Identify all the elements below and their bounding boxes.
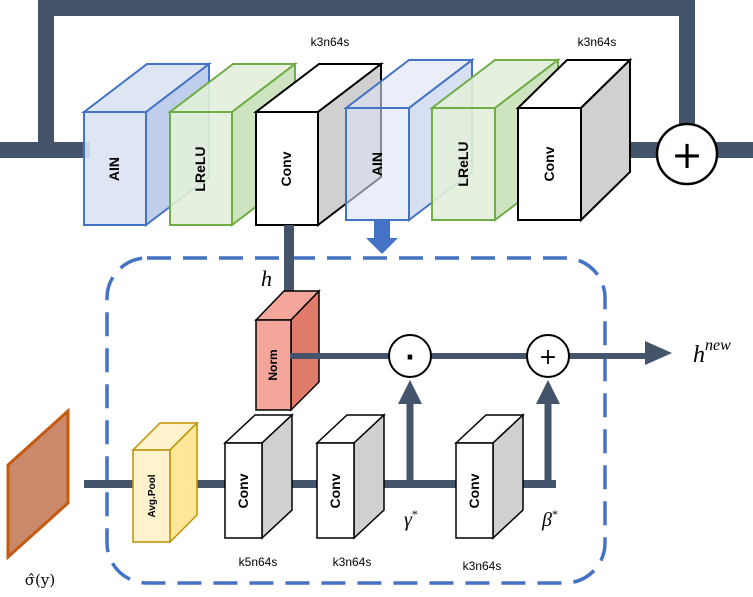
expand-arrow (366, 220, 398, 254)
conv-block-c-label: Conv (466, 473, 482, 508)
lrelu-block-1-label: LReLU (192, 146, 208, 191)
conv-block-b-label: Conv (327, 473, 343, 508)
beta-arrowhead (536, 380, 560, 404)
gamma-arrowhead (398, 380, 422, 404)
conv-block-b-spec: k3n64s (333, 555, 372, 569)
multiply-symbol: · (405, 343, 415, 373)
conv-block-a: Conv (223, 413, 294, 540)
sigma-input-shape (6, 407, 70, 561)
add-symbol: + (539, 345, 557, 370)
multiply-node: · (388, 334, 432, 378)
top-add-symbol: + (671, 133, 703, 177)
add-node: + (526, 334, 570, 378)
skip-connection-line (38, 0, 695, 150)
detail-box (105, 256, 607, 585)
lrelu-block-2-label: LReLU (455, 141, 471, 186)
avgpool-block: Avg.Pool (131, 421, 199, 544)
conv-block-1-label: Conv (278, 151, 294, 186)
gamma-label: γ* (404, 507, 418, 531)
conv-block-a-label: Conv (235, 473, 251, 508)
ain-block-2-label: AIN (369, 152, 385, 176)
ain-block-1-label: AIN (106, 157, 122, 181)
avgpool-block-label: Avg.Pool (147, 474, 158, 517)
conv-block-c: Conv (454, 413, 525, 540)
conv-block-1-spec: k3n64s (311, 35, 350, 49)
top-add-node: + (655, 122, 719, 186)
conv-block-b: Conv (315, 413, 386, 540)
conv-block-2-spec: k3n64s (578, 35, 617, 49)
conv-block-c-spec: k3n64s (463, 559, 502, 573)
output-arrowhead (645, 341, 672, 365)
conv-block-2-label: Conv (541, 146, 557, 181)
norm-block: Norm (254, 289, 321, 412)
norm-block-label: Norm (266, 349, 280, 380)
sigma-label: σ̂(y) (25, 571, 55, 589)
h-label: h (261, 266, 272, 291)
conv-block-a-spec: k5n64s (239, 555, 278, 569)
beta-label: β* (541, 507, 558, 531)
conv-block-2: Conv (515, 57, 633, 223)
h-new-label: hnew (693, 337, 731, 368)
